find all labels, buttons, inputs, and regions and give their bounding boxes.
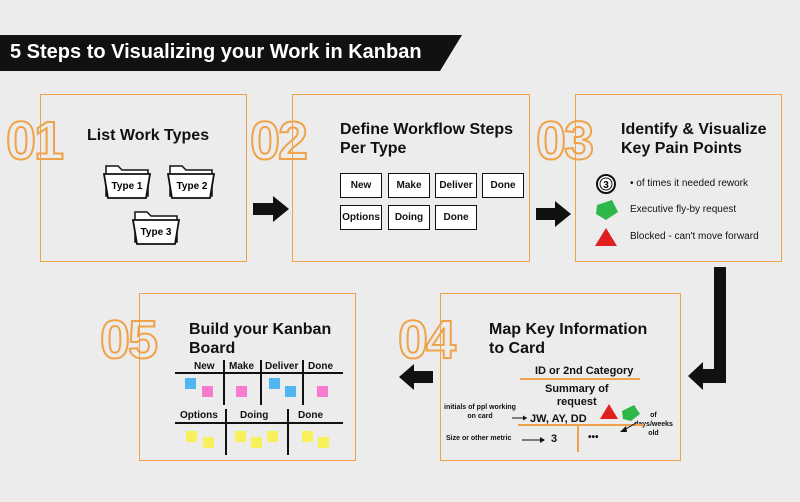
sticky-note	[269, 378, 280, 389]
folder-icon	[102, 165, 152, 199]
svg-text:3: 3	[603, 180, 609, 191]
size-label: Size or other metric	[446, 435, 512, 442]
step2-number: 02	[249, 111, 309, 171]
rework-label: • of times it needed rework	[630, 178, 748, 189]
rework-count-icon: 3	[596, 174, 616, 194]
step4-title: Map Key Information to Card	[489, 321, 648, 357]
board-col-options: Options	[180, 410, 218, 421]
sticky-note	[318, 437, 329, 448]
arrow-left-icon	[399, 364, 433, 390]
sticky-note	[251, 437, 262, 448]
kanban-board	[175, 360, 343, 455]
folder-label-3: Type 3	[141, 227, 172, 238]
board-col-make: Make	[229, 361, 255, 372]
card-diagram	[512, 378, 644, 452]
folder-icon	[131, 211, 181, 245]
step5-number: 05	[99, 310, 159, 370]
sticky-note	[236, 386, 247, 397]
sticky-note	[185, 378, 196, 389]
step3-number: 03	[535, 111, 595, 171]
board-col-new: New	[194, 361, 215, 372]
step1-title: List Work Types	[87, 127, 210, 144]
red-triangle-icon	[600, 404, 618, 419]
sticky-note	[302, 431, 313, 442]
step2-box-deliver: Deliver	[435, 173, 477, 198]
card-summary: Summary of request	[545, 383, 609, 408]
step1-number: 01	[5, 111, 65, 171]
card-initials: JW, AY, DD	[530, 413, 587, 425]
sticky-note	[317, 386, 328, 397]
step2-box-done2: Done	[435, 205, 477, 230]
card-dots: •••	[588, 432, 599, 443]
card-category: ID or 2nd Category	[535, 365, 634, 377]
arrow-right-icon	[536, 201, 571, 227]
sticky-note	[203, 437, 214, 448]
card-size: 3	[551, 433, 558, 445]
step2-box-done: Done	[482, 173, 524, 198]
blocked-triangle-icon	[595, 228, 617, 246]
step3-title: Identify & Visualize Key Pain Points	[621, 121, 767, 157]
page-title: 5 Steps to Visualizing your Work in Kanb…	[10, 41, 422, 63]
step2-title: Define Workflow Steps Per Type	[340, 121, 514, 157]
board-col-done: Done	[308, 361, 333, 372]
folder-label-2: Type 2	[177, 181, 208, 192]
board-col-doing: Doing	[240, 410, 269, 421]
sticky-note	[235, 431, 246, 442]
sticky-note	[285, 386, 296, 397]
step2-box-options: Options	[340, 205, 382, 230]
step5-title: Build your Kanban Board	[189, 321, 332, 357]
step2-box-make: Make	[388, 173, 430, 198]
folder-label-1: Type 1	[112, 181, 143, 192]
folder-icon	[166, 165, 216, 199]
arrow-elbow-down-left-icon	[688, 267, 726, 390]
sticky-note	[186, 431, 197, 442]
board-col-done2: Done	[298, 410, 323, 421]
blocked-label: Blocked - can't move forward	[630, 231, 759, 242]
initials-label: initials of ppl working on card	[444, 404, 516, 420]
board-col-deliver: Deliver	[265, 361, 299, 372]
step2-box-new: New	[340, 173, 382, 198]
title-banner: 5 Steps to Visualizing your Work in Kanb…	[0, 35, 462, 71]
age-label: of days/weeks old	[634, 412, 673, 437]
step4-panel	[440, 293, 681, 461]
flyby-label: Executive fly-by request	[630, 204, 737, 215]
sticky-note	[267, 431, 278, 442]
step2-box-doing: Doing	[388, 205, 430, 230]
arrow-right-icon	[253, 196, 289, 222]
sticky-note	[202, 386, 213, 397]
step4-number: 04	[397, 310, 457, 370]
step5-panel	[139, 293, 356, 461]
flyby-pentagon-icon	[596, 200, 618, 220]
green-pentagon-icon	[622, 405, 640, 421]
